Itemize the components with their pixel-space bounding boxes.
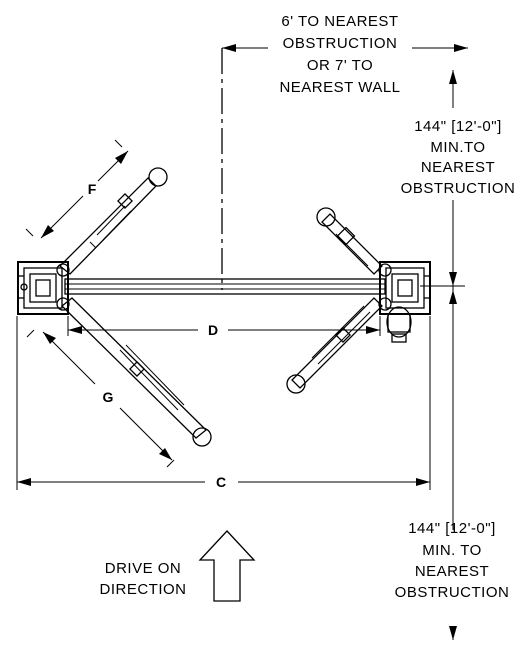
overhead-beam [64, 278, 386, 295]
right-bottom-note-line3: NEAREST [415, 563, 489, 580]
right-bottom-note-line4: OBSTRUCTION [395, 584, 510, 601]
drive-note-line1: DRIVE ON [105, 560, 182, 577]
top-clearance-dimension [222, 44, 468, 52]
right-top-note-line2: MIN.TO [430, 139, 485, 156]
top-note-line2: OBSTRUCTION [283, 35, 398, 52]
dimension-c-label: C [216, 474, 226, 490]
dimension-f-label: F [88, 181, 97, 197]
dimension-d-label: D [208, 322, 218, 338]
left-column [17, 261, 70, 315]
dimension-d [67, 316, 381, 336]
right-rear-arm [286, 297, 383, 394]
drive-direction-arrow-icon [198, 530, 256, 602]
top-note-line4: NEAREST WALL [279, 79, 400, 96]
dimension-c [16, 316, 431, 490]
top-note-line1: 6' TO NEAREST [281, 13, 398, 30]
drive-note-line2: DIRECTION [100, 581, 187, 598]
left-front-arm [59, 167, 168, 275]
right-vertical-dimension [420, 70, 465, 640]
top-note-line3: OR 7' TO [307, 57, 373, 74]
right-bottom-note-line2: MIN. TO [422, 542, 482, 559]
right-top-note-line3: NEAREST [421, 159, 495, 176]
right-column [378, 261, 431, 343]
right-bottom-note-line1: 144" [12'-0"] [408, 520, 496, 537]
right-front-arm [316, 207, 383, 275]
dimension-f [25, 139, 129, 239]
dimension-g [26, 329, 175, 468]
dimension-g-label: G [103, 389, 114, 405]
left-rear-arm [61, 297, 212, 447]
right-top-note-line4: OBSTRUCTION [401, 180, 516, 197]
right-top-note-line1: 144" [12'-0"] [414, 118, 502, 135]
